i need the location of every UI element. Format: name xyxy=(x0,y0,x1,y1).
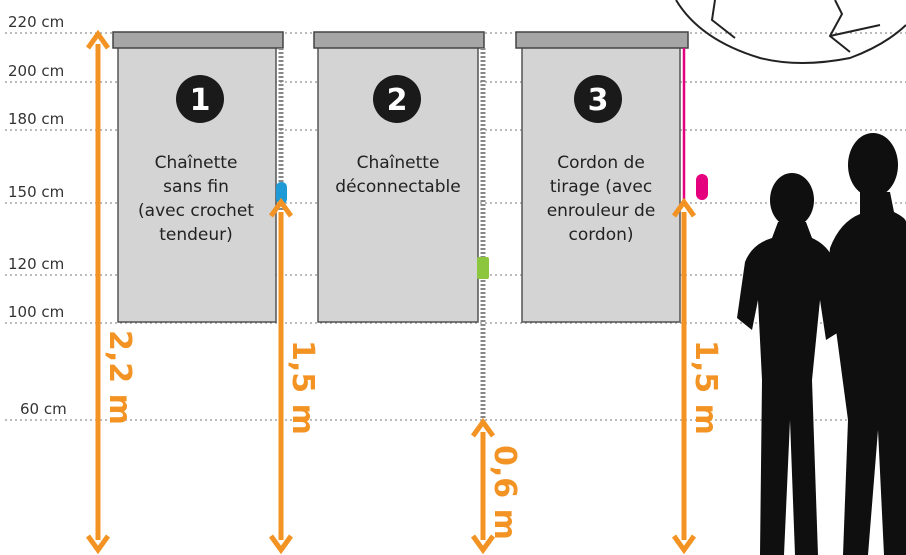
window-outline xyxy=(675,0,906,64)
measure-blind-3: 1,5 m xyxy=(671,197,723,555)
blind-1-tensioner xyxy=(276,182,287,204)
measure-total-label: 2,2 m xyxy=(102,330,137,425)
blind-3-number: 3 xyxy=(588,83,609,118)
blind-2-line-1: Chaînette xyxy=(357,153,440,173)
blind-3-line-1: Cordon de xyxy=(557,153,645,173)
woman-silhouette xyxy=(737,173,842,555)
height-label-100: 100 cm xyxy=(8,303,64,321)
measure-blind-3-label: 1,5 m xyxy=(688,340,723,435)
measure-blind-1-label: 1,5 m xyxy=(285,340,320,435)
blind-3-line-4: cordon) xyxy=(568,225,633,245)
blind-1-number: 1 xyxy=(190,83,211,118)
height-label-60: 60 cm xyxy=(20,400,67,418)
blind-3-line-2: tirage (avec xyxy=(550,177,652,197)
blind-3: 3 Cordon de tirage (avec enrouleur de co… xyxy=(515,31,708,323)
blind-1: 1 Chaînette sans fin (avec crochet tende… xyxy=(112,31,287,323)
blind-1-number-badge xyxy=(176,75,224,123)
measurement-arrows: 2,2 m 1,5 m 0,6 m 1,5 m xyxy=(85,29,723,555)
blind-2-number-badge xyxy=(373,75,421,123)
blind-3-cord-winder xyxy=(696,174,708,200)
blind-1-line-3: (avec crochet xyxy=(138,201,254,221)
blind-2-number: 2 xyxy=(387,83,408,118)
measure-blind-1: 1,5 m xyxy=(268,197,320,555)
blind-3-headrail xyxy=(515,31,689,49)
height-label-120: 120 cm xyxy=(8,255,64,273)
blind-2-headrail xyxy=(313,31,485,49)
height-label-220: 220 cm xyxy=(8,13,64,31)
measure-total-height: 2,2 m xyxy=(85,29,137,555)
blind-1-line-4: tendeur) xyxy=(159,225,233,245)
blind-3-number-badge xyxy=(574,75,622,123)
blind-2-connector xyxy=(477,257,489,279)
height-label-200: 200 cm xyxy=(8,62,64,80)
blind-1-headrail xyxy=(112,31,284,49)
man-silhouette xyxy=(826,133,906,555)
blind-2-line-2: déconnectable xyxy=(335,177,460,197)
height-labels: 220 cm 200 cm 180 cm 150 cm 120 cm 100 c… xyxy=(8,13,67,418)
blind-1-line-1: Chaînette xyxy=(155,153,238,173)
measure-blind-2: 0,6 m xyxy=(470,417,522,555)
height-label-180: 180 cm xyxy=(8,110,64,128)
height-label-150: 150 cm xyxy=(8,183,64,201)
blind-2: 2 Chaînette déconnectable xyxy=(313,31,489,420)
measure-blind-2-label: 0,6 m xyxy=(487,445,522,540)
people-silhouettes xyxy=(737,133,906,555)
blind-1-line-2: sans fin xyxy=(163,177,229,197)
blind-3-line-3: enrouleur de xyxy=(547,201,656,221)
